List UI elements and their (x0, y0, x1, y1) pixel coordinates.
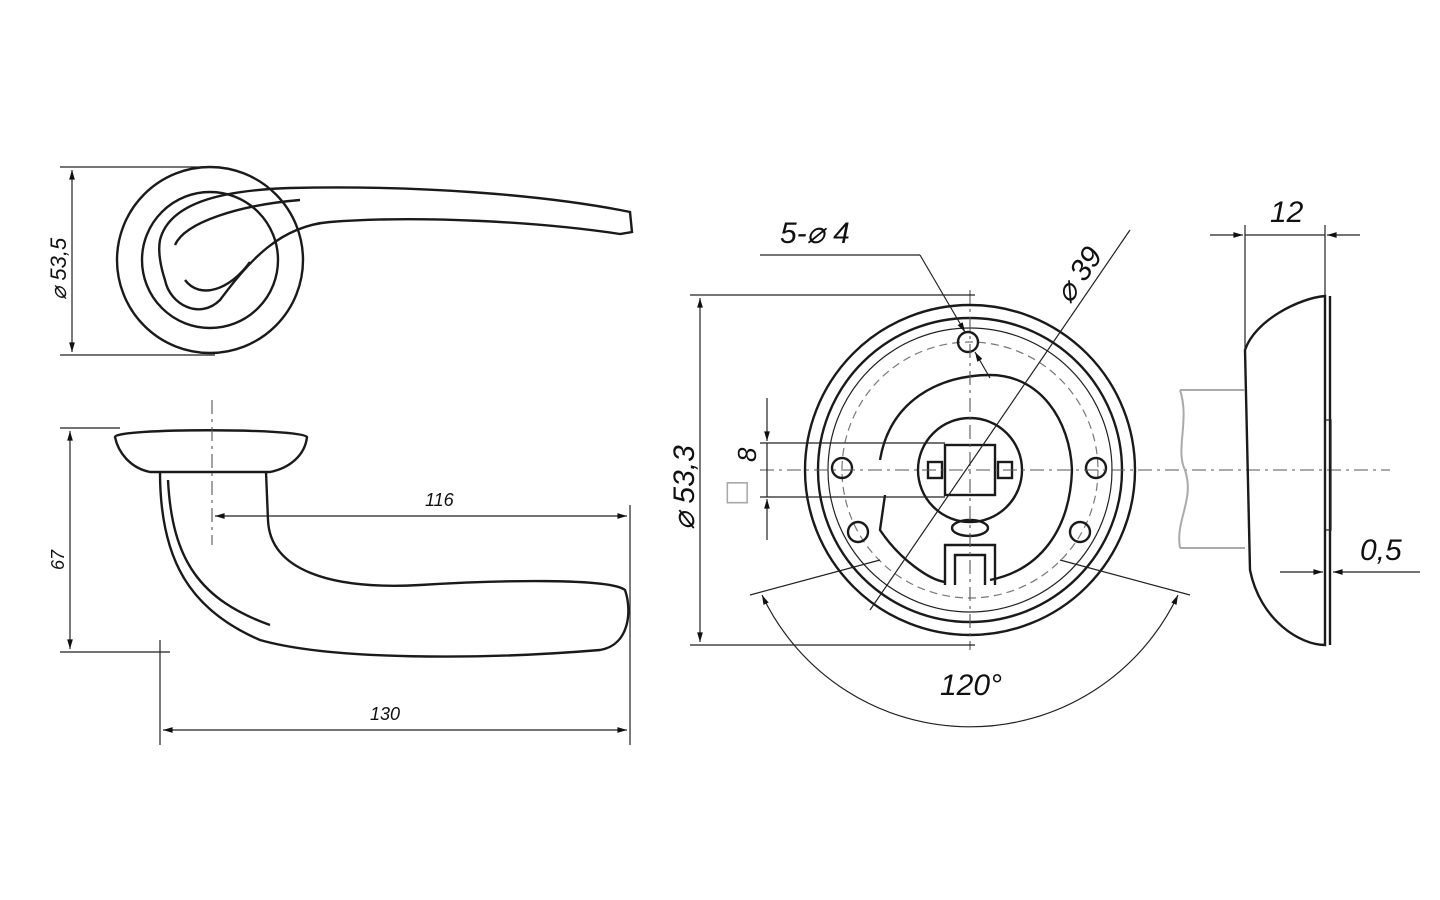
square-symbol: □ (724, 474, 750, 507)
screw-hole (1068, 520, 1092, 544)
dim-rose-diameter-top: ⌀ 53,5 (46, 237, 71, 300)
front-view: 5-⌀ 4 ⌀ 39 ⌀ 53,3 8 □ 120° (668, 217, 1390, 728)
side-view: 67 116 130 (48, 400, 631, 745)
screw-hole (1084, 456, 1108, 480)
screw-hole (830, 456, 854, 480)
screw-hole (846, 520, 870, 544)
dim-total-length: 130 (370, 704, 400, 724)
top-view: ⌀ 53,5 (46, 165, 634, 356)
screw-hole (956, 330, 980, 354)
dim-height: 67 (48, 549, 68, 570)
dim-square: 8 (732, 447, 762, 462)
dim-rose-thickness: 12 (1270, 196, 1304, 229)
dim-angle: 120° (940, 669, 1002, 702)
dim-handle-reach: 116 (425, 490, 455, 510)
dim-pcd: ⌀ 39 (1048, 241, 1109, 309)
profile-view: 12 0,5 (1178, 196, 1420, 647)
dim-rose-diameter-front: ⌀ 53,3 (668, 445, 701, 530)
dim-gap: 0,5 (1360, 534, 1402, 567)
dim-holes: 5-⌀ 4 (780, 217, 850, 250)
